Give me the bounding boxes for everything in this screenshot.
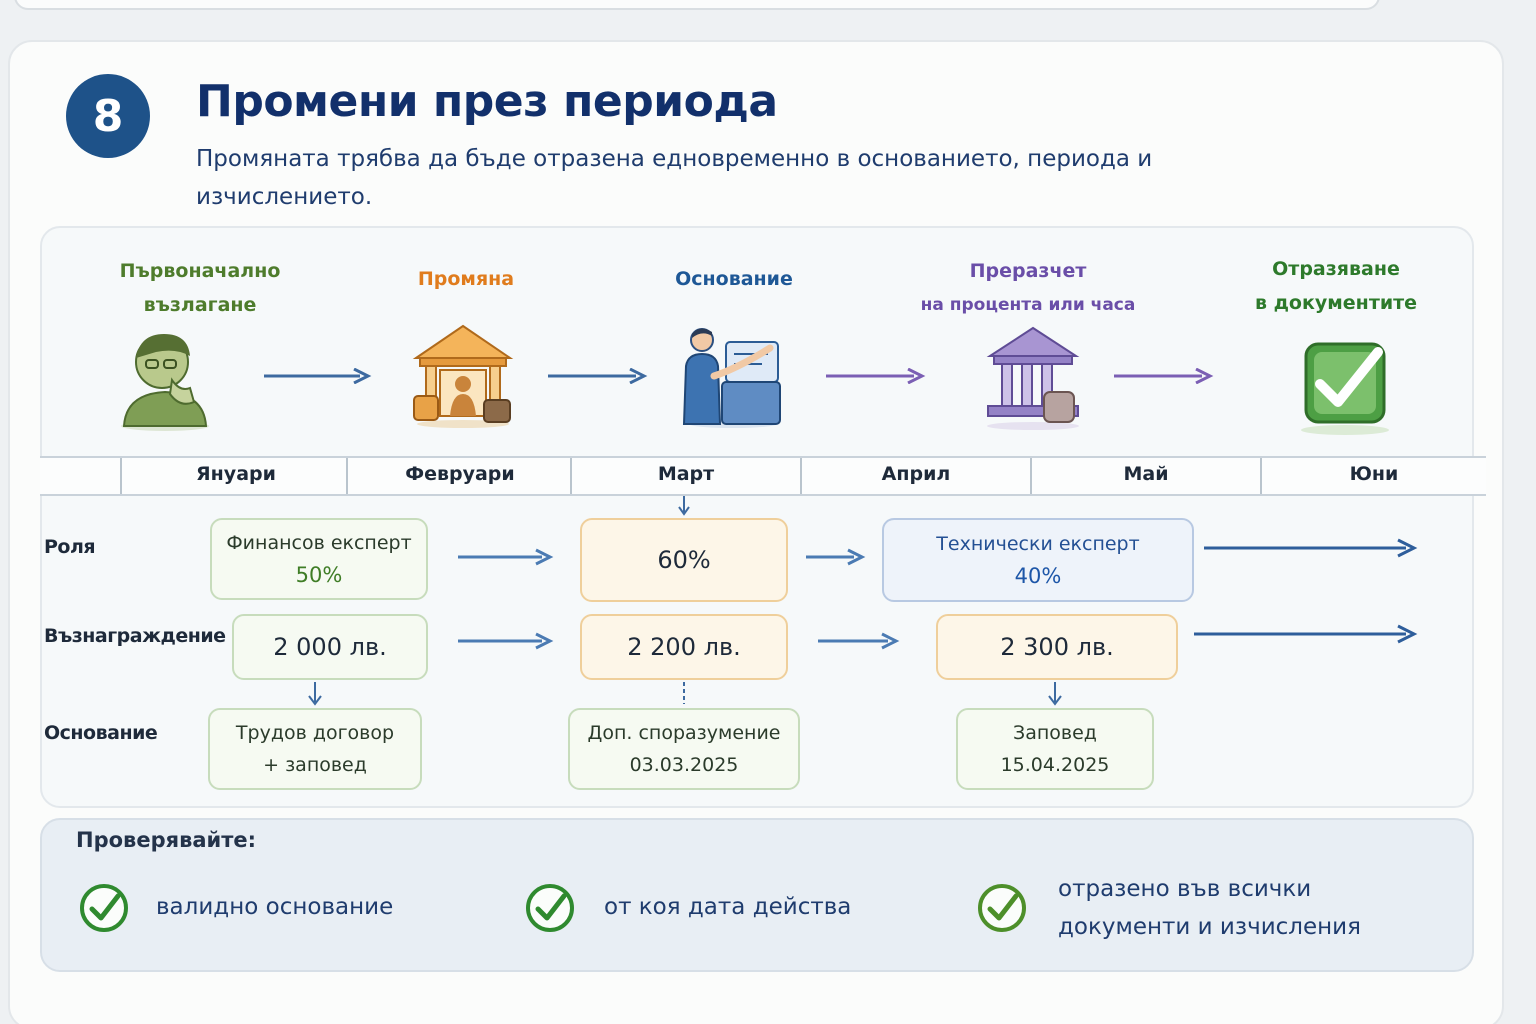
basis-box-agreement: Доп. споразумение 03.03.2025 <box>568 708 800 790</box>
stage-label-documents: Отразяване в документите <box>1216 252 1456 320</box>
month-divider <box>570 458 572 494</box>
previous-section-card <box>14 0 1380 10</box>
basis-line: 03.03.2025 <box>629 754 739 776</box>
building-icon <box>412 324 514 428</box>
row-arrow <box>458 632 554 650</box>
row-arrow <box>1204 538 1418 558</box>
month-divider <box>120 458 122 494</box>
check-circle-icon <box>80 884 128 932</box>
stage-label-line: на процента или часа <box>920 295 1136 315</box>
role-percent: 50% <box>295 563 343 587</box>
connector-arrow <box>1048 682 1062 706</box>
role-box-technical: Технически експерт 40% <box>882 518 1194 602</box>
pay-box-january: 2 000 лв. <box>232 614 428 680</box>
check-circle-icon <box>526 884 574 932</box>
month-axis <box>40 456 1486 496</box>
connector-line <box>683 682 685 704</box>
connector-arrow <box>308 682 322 706</box>
connector-arrow <box>678 496 690 516</box>
row-label-basis: Основание <box>44 722 158 744</box>
month-divider <box>800 458 802 494</box>
month-february: Февруари <box>405 463 515 485</box>
basis-box-order: Заповед 15.04.2025 <box>956 708 1154 790</box>
institution-icon <box>986 326 1080 430</box>
basis-line: + заповед <box>263 754 367 776</box>
section-number-badge: 8 <box>66 74 150 158</box>
role-box-change: 60% <box>580 518 788 602</box>
stage-label-line: Отразяване <box>1272 258 1400 280</box>
row-label-role: Роля <box>44 536 96 558</box>
checklist-panel <box>40 818 1474 972</box>
checklist-title: Проверявайте: <box>76 828 257 852</box>
pay-box-april: 2 300 лв. <box>936 614 1178 680</box>
month-divider <box>346 458 348 494</box>
month-divider <box>1260 458 1262 494</box>
section-title: Промени през периода <box>196 76 778 127</box>
role-title: Финансов експерт <box>226 532 412 554</box>
check-item-text: отразено във всички документи и изчислен… <box>1058 876 1361 940</box>
flow-arrow <box>826 368 926 384</box>
pay-amount: 2 000 лв. <box>273 633 387 661</box>
month-march: Март <box>657 463 715 485</box>
row-arrow <box>818 632 900 650</box>
stage-label-line: в документите <box>1254 292 1418 314</box>
check-item-text: валидно основание <box>156 894 394 920</box>
flow-arrow <box>1114 368 1214 384</box>
stage-label-initial: Първоначално възлагане <box>90 254 310 322</box>
stage-label-line: Първоначално <box>119 260 281 282</box>
row-label-pay: Възнаграждение <box>44 625 226 647</box>
row-arrow <box>458 548 554 566</box>
row-arrow <box>806 548 866 566</box>
month-june: Юни <box>1349 463 1399 485</box>
basis-box-contract: Трудов договор + заповед <box>208 708 422 790</box>
stage-label-line: Преразчет <box>969 260 1087 282</box>
flow-arrow <box>264 368 372 384</box>
person-icon <box>121 334 209 431</box>
month-may: Май <box>1123 463 1169 485</box>
month-january: Януари <box>196 463 276 485</box>
flow-arrow <box>548 368 648 384</box>
document-worker-icon <box>682 328 781 428</box>
section-subtitle: Промяната трябва да бъде отразена едновр… <box>196 146 1153 210</box>
stage-label-recalc: Преразчет на процента или часа <box>898 254 1158 322</box>
role-title: Технически експерт <box>936 533 1140 555</box>
check-circle-icon <box>978 884 1026 932</box>
checkbox-icon <box>1301 342 1389 435</box>
stage-label-line: Основание <box>675 268 793 290</box>
stage-label-line: Промяна <box>417 268 515 290</box>
stage-label-change: Промяна <box>356 262 576 296</box>
basis-line: Доп. споразумение <box>587 722 781 744</box>
month-divider <box>1030 458 1032 494</box>
pay-amount: 2 300 лв. <box>1000 633 1114 661</box>
stage-label-basis: Основание <box>624 262 844 296</box>
pay-box-march: 2 200 лв. <box>580 614 788 680</box>
stage-label-line: възлагане <box>143 294 257 316</box>
check-item-text: от коя дата действа <box>604 894 852 920</box>
role-percent: 40% <box>1014 564 1062 588</box>
basis-line: Трудов договор <box>235 722 395 744</box>
basis-line: 15.04.2025 <box>1000 754 1110 776</box>
basis-line: Заповед <box>1013 722 1097 744</box>
row-arrow <box>1194 624 1418 644</box>
pay-amount: 2 200 лв. <box>627 633 741 661</box>
month-april: Април <box>881 463 951 485</box>
role-percent: 60% <box>657 546 711 574</box>
role-box-financial: Финансов експерт 50% <box>210 518 428 600</box>
